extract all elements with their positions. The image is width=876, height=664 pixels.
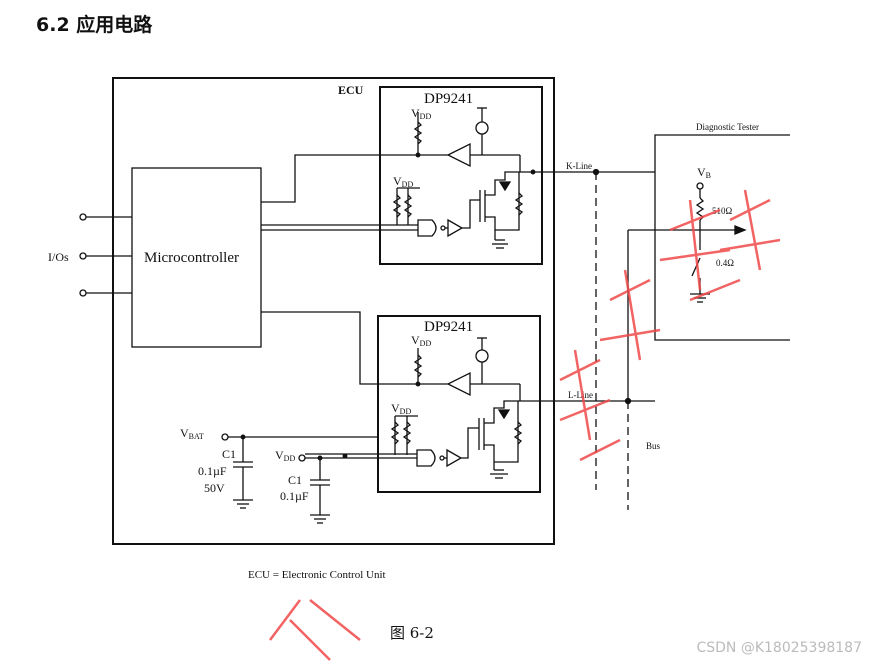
chip-top-label: DP9241	[424, 91, 473, 107]
c1-right-name: C1	[288, 473, 302, 487]
chip-bottom-box	[377, 315, 541, 493]
vdd-label-top-2: VDD	[393, 174, 413, 189]
resistor-04-label: 0.4Ω	[716, 258, 734, 268]
microcontroller-box	[131, 167, 262, 348]
c1-left-value: 0.1µF	[198, 464, 227, 478]
vdd-label-cap: VDD	[275, 448, 295, 463]
c1-left-name: C1	[222, 447, 236, 461]
vdd-label-bottom-1: VDD	[411, 333, 431, 348]
diagnostic-tester-label: Diagnostic Tester	[696, 122, 759, 132]
vdd-label-top-1: VDD	[411, 106, 431, 121]
c1-left-voltage: 50V	[204, 481, 225, 495]
resistor-510-label: 510Ω	[712, 206, 733, 216]
ios-label: I/Os	[48, 250, 69, 264]
ecu-label: ECU	[338, 83, 364, 97]
c1-right-value: 0.1µF	[280, 489, 309, 503]
footnote: ECU = Electronic Control Unit	[248, 569, 386, 581]
vb-label: VB	[697, 165, 711, 180]
csdn-watermark: CSDN @K18025398187	[696, 640, 862, 656]
chip-bottom-label: DP9241	[424, 319, 473, 335]
bus-label: Bus	[646, 441, 661, 451]
chip-top-box	[379, 86, 543, 265]
ecu-box	[112, 77, 555, 545]
figure-caption: 图 6-2	[390, 624, 434, 642]
red-watermark	[269, 189, 781, 661]
vbat-label: VBAT	[180, 426, 204, 441]
k-line-label: K-Line	[566, 161, 592, 171]
vdd-label-bottom-2: VDD	[391, 401, 411, 416]
microcontroller-label: Microcontroller	[144, 250, 239, 266]
l-line-label: L-Line	[568, 390, 593, 400]
section-heading: 6.2 应用电路	[36, 14, 153, 36]
